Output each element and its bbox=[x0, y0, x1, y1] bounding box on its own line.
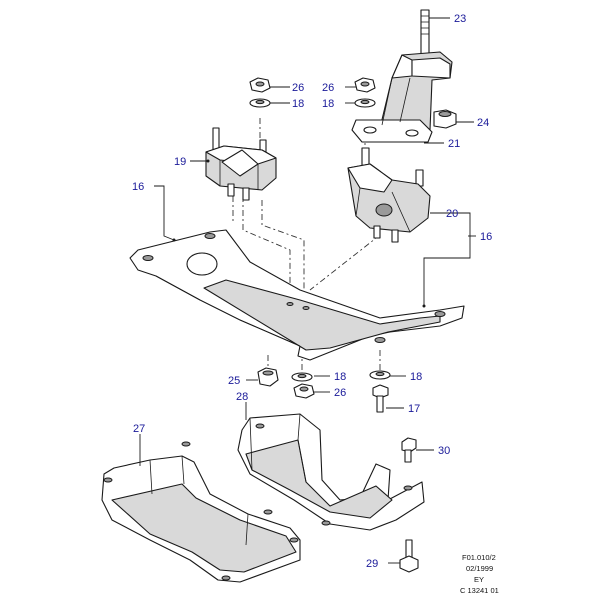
callout-29: 29 bbox=[366, 558, 378, 570]
callout-17: 17 bbox=[408, 403, 420, 415]
mount-20 bbox=[347, 147, 431, 243]
callout-20: 20 bbox=[446, 208, 458, 220]
leader-lines bbox=[139, 17, 476, 564]
bolt-17 bbox=[372, 384, 389, 413]
reference-line-2: 02/1999 bbox=[466, 564, 493, 573]
callout-28: 28 bbox=[236, 391, 248, 403]
shield-28 bbox=[237, 413, 425, 531]
callout-21: 21 bbox=[448, 138, 460, 150]
callout-23: 23 bbox=[454, 13, 466, 25]
callout-26-lower: 26 bbox=[334, 387, 346, 399]
upper-bracket-21 bbox=[351, 51, 453, 143]
nut-26-upper-left bbox=[249, 77, 271, 93]
callout-25: 25 bbox=[228, 375, 240, 387]
callout-18-lower-right: 18 bbox=[410, 371, 422, 383]
callout-19: 19 bbox=[174, 156, 186, 168]
reference-block: F01.010/2 02/1999 EY C 13241 01 bbox=[460, 553, 499, 595]
nut-26-lower bbox=[293, 383, 315, 399]
crossmember-16 bbox=[129, 229, 465, 361]
washer-18-upper-left bbox=[249, 98, 271, 108]
reference-line-4: C 13241 01 bbox=[460, 586, 499, 595]
nut-25 bbox=[257, 367, 279, 387]
callout-27: 27 bbox=[133, 423, 145, 435]
callout-26-upper-right: 26 bbox=[322, 82, 334, 94]
bolt-29 bbox=[399, 539, 419, 573]
washer-18-upper-right bbox=[354, 98, 376, 108]
washer-18-lower-middle bbox=[291, 372, 313, 382]
callout-16-left: 16 bbox=[132, 181, 144, 193]
callout-16-right: 16 bbox=[480, 231, 492, 243]
reference-line-1: F01.010/2 bbox=[462, 553, 496, 562]
callout-18-upper-left: 18 bbox=[292, 98, 304, 110]
callout-24: 24 bbox=[477, 117, 489, 129]
callout-30: 30 bbox=[438, 445, 450, 457]
washer-18-lower-right bbox=[369, 370, 391, 380]
stud-23 bbox=[420, 9, 430, 59]
clip-30 bbox=[401, 437, 417, 463]
nut-26-upper-right bbox=[354, 77, 376, 93]
callout-labels: 23 26 18 26 18 24 21 19 16 20 16 25 18 2… bbox=[132, 13, 492, 570]
nut-24 bbox=[433, 109, 457, 129]
callout-26-upper-left: 26 bbox=[292, 82, 304, 94]
callout-18-upper-right: 18 bbox=[322, 98, 334, 110]
shield-27 bbox=[101, 441, 301, 583]
callout-18-lower-middle: 18 bbox=[334, 371, 346, 383]
engine-mount-19 bbox=[205, 127, 277, 201]
reference-line-3: EY bbox=[474, 575, 484, 584]
